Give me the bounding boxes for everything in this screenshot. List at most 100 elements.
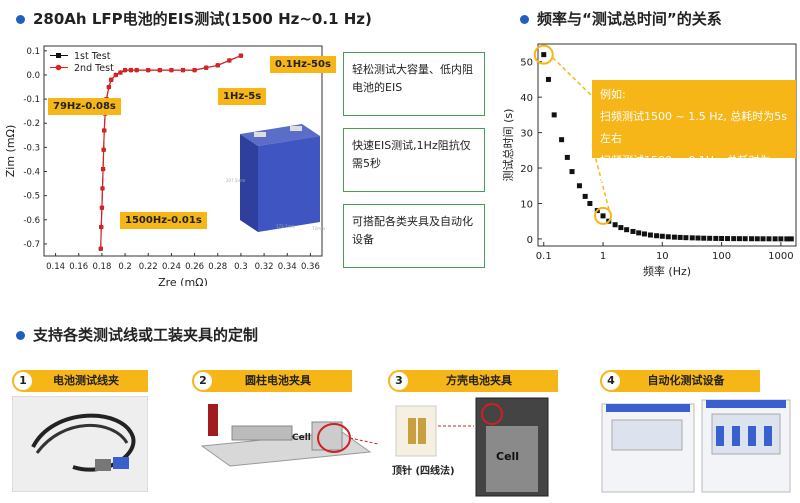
data-point — [618, 225, 624, 231]
y-tick-label: -0.1 — [23, 95, 40, 105]
data-point — [612, 222, 618, 228]
data-point-series-2 — [134, 67, 139, 73]
data-point — [636, 230, 642, 236]
plot-frame — [43, 45, 323, 257]
x-axis-label: Zre (mΩ) — [158, 276, 208, 286]
data-point — [671, 234, 677, 240]
x-tick-label: 0.28 — [208, 262, 227, 272]
bullet-icon — [16, 15, 25, 24]
data-point-series-2 — [98, 224, 104, 230]
x-tick-label: 0.2 — [118, 262, 132, 272]
data-point — [731, 236, 737, 242]
highlight-ring-0.1hz — [533, 44, 554, 65]
x-tick-label: 1000 — [768, 251, 793, 262]
data-point — [582, 193, 588, 199]
example-line-2: 扫频测试1500 ~ 0.1Hz, 总耗时为50s左右 — [600, 154, 771, 189]
section3-header: 支持各类测试线或工装夹具的定制 — [16, 324, 258, 345]
data-point-series-2 — [128, 67, 134, 73]
data-point — [654, 233, 660, 239]
data-point — [587, 200, 593, 206]
x-tick-label: 10 — [656, 251, 669, 262]
data-point-series-2 — [98, 246, 104, 252]
test-cable-image — [12, 396, 148, 492]
data-point — [600, 213, 606, 219]
feature-box-1: 轻松测试大容量、低内阻电池的EIS — [343, 52, 485, 116]
data-point-series-2 — [157, 67, 163, 73]
data-point — [719, 235, 725, 241]
data-point — [677, 234, 683, 240]
y-tick-label: 0 — [527, 235, 533, 246]
data-point-series-2 — [118, 70, 123, 75]
connector-line — [552, 57, 593, 97]
example-title: 例如: — [600, 88, 626, 101]
data-point — [569, 169, 575, 175]
x-tick-label: 0.3 — [234, 262, 248, 272]
fixture-1-number: 1 — [12, 370, 34, 392]
y-tick-label: 40 — [520, 93, 533, 104]
y-axis-label: 测试总时间 (s) — [501, 109, 515, 182]
x-tick-label: 100 — [712, 251, 731, 262]
data-point — [695, 235, 701, 241]
callout-1hz: 1Hz-5s — [218, 88, 267, 105]
y-tick-label: -0.3 — [23, 143, 40, 153]
callout-1500hz: 1500Hz-0.01s — [120, 212, 207, 229]
callout-79hz: 79Hz-0.08s — [48, 98, 121, 115]
data-point-series-2 — [100, 186, 105, 191]
data-point-series-2 — [203, 65, 209, 71]
automation-equipment-image — [601, 399, 791, 493]
section3-title: 支持各类测试线或工装夹具的定制 — [33, 326, 259, 344]
data-point — [760, 236, 766, 242]
data-point — [564, 154, 570, 160]
data-point-series-2 — [99, 205, 105, 211]
data-point-series-2 — [215, 63, 221, 68]
fixture-4-label: 自动化测试设备 — [612, 370, 760, 392]
x-tick-label: 0.16 — [69, 262, 88, 272]
y-axis-label: Zim (mΩ) — [4, 125, 17, 178]
x-tick-label: 0.36 — [301, 262, 320, 272]
battery-dim-d: 72mm — [312, 226, 325, 231]
x-tick-label: 0.24 — [162, 262, 181, 272]
fixture-3-number: 3 — [388, 370, 410, 392]
feature-box-3: 可搭配各类夹具及自动化设备 — [343, 204, 485, 268]
bullet-icon — [16, 331, 25, 340]
y-tick-label: 0.0 — [26, 71, 40, 81]
x-axis-label: 频率 (Hz) — [643, 264, 691, 278]
data-point-series-2 — [169, 67, 174, 73]
data-point-series-2 — [238, 53, 244, 58]
x-tick-label: 0.32 — [255, 262, 274, 272]
data-point-series-2 — [101, 147, 106, 153]
x-tick-label: 0.26 — [185, 262, 204, 272]
data-point-series-2 — [108, 77, 114, 83]
bullet-icon — [520, 15, 529, 24]
data-point — [766, 236, 772, 242]
section2-title: 频率与“测试总时间”的关系 — [537, 10, 722, 28]
data-point — [545, 76, 551, 82]
data-point — [624, 227, 630, 233]
highlight-ring-1hz — [594, 206, 613, 225]
data-point — [683, 235, 689, 241]
fixture-3-label: 方壳电池夹具 — [400, 370, 558, 392]
cell-label-2: Cell — [292, 433, 311, 443]
legend-label-1: 1st Test — [74, 51, 111, 62]
example-line-1: 扫频测试1500 ~ 1.5 Hz, 总耗时为5s左右 — [600, 110, 787, 145]
x-tick-label: 0.34 — [278, 262, 297, 272]
data-point — [541, 52, 547, 58]
data-point — [689, 235, 695, 241]
data-point-series-2 — [227, 58, 232, 63]
y-tick-label: 10 — [520, 199, 533, 210]
y-tick-label: -0.7 — [23, 240, 40, 250]
data-point — [659, 233, 665, 239]
legend-label-2: 2nd Test — [74, 63, 114, 74]
data-point — [701, 235, 707, 241]
data-point — [754, 236, 760, 242]
data-point — [630, 228, 636, 234]
section1-title: 280Ah LFP电池的EIS测试(1500 Hz~0.1 Hz) — [33, 10, 372, 28]
data-point — [725, 236, 731, 242]
x-tick-label: 0.1 — [536, 251, 552, 262]
cylindrical-fixture-image: Cell — [200, 404, 379, 467]
data-point — [788, 236, 794, 242]
x-tick-label: 1 — [600, 251, 606, 262]
y-tick-label: -0.5 — [23, 192, 40, 202]
